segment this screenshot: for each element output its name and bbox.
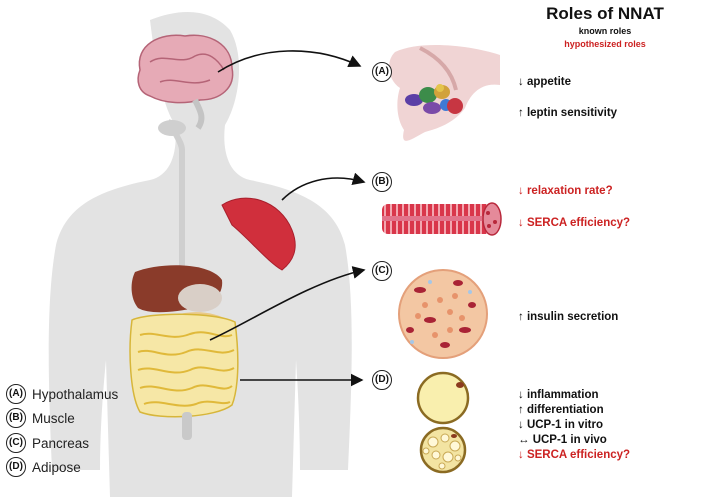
legend-label-b: Muscle xyxy=(32,410,75,426)
arrow-b xyxy=(281,172,366,201)
hypothalamus-detail xyxy=(388,44,500,141)
adipocyte-detail xyxy=(416,371,470,474)
role-adipose-2: ↑ differentiation xyxy=(518,404,604,416)
arrow-a xyxy=(217,50,362,73)
legend-label-c: Pancreas xyxy=(32,435,90,451)
role-adipose-5: ↓ SERCA efficiency? xyxy=(518,449,631,461)
figure-title: Roles of NNAT xyxy=(546,4,664,23)
adipose-strands xyxy=(137,331,235,407)
rectum xyxy=(182,412,192,440)
legend-badge-c: (C) xyxy=(6,433,26,453)
badge-c: (C) xyxy=(372,261,392,281)
role-adipose-4: ↔ UCP-1 in vivo xyxy=(518,434,607,446)
legend-hypothesized-roles: hypothesized roles xyxy=(564,39,646,49)
legend-label-d: Adipose xyxy=(32,459,81,475)
role-pancreas-1: ↑ insulin secretion xyxy=(518,311,619,323)
badge-a: (A) xyxy=(372,62,392,82)
legend-row-c: (C) Pancreas xyxy=(6,433,89,453)
role-muscle-1: ↓ relaxation rate? xyxy=(518,185,613,197)
arrows xyxy=(209,50,366,387)
intestine-illustration xyxy=(129,313,239,418)
legend-row-a: (A) Hypothalamus xyxy=(6,384,118,404)
legend-row-d: (D) Adipose xyxy=(6,457,81,477)
muscle-fiber-detail xyxy=(382,202,502,236)
role-hypothalamus-2: ↑ leptin sensitivity xyxy=(518,107,618,119)
role-adipose-3: ↓ UCP-1 in vitro xyxy=(518,419,603,431)
badge-d: (D) xyxy=(372,370,392,390)
legend-badge-b: (B) xyxy=(6,408,26,428)
role-adipose-1: ↓ inflammation xyxy=(518,389,599,401)
arrow-c xyxy=(209,266,366,341)
legend-badge-a: (A) xyxy=(6,384,26,404)
pancreatic-islet-detail xyxy=(398,269,488,359)
muscle-illustration xyxy=(221,197,296,271)
role-hypothalamus-1: ↓ appetite xyxy=(518,76,572,88)
legend-known-roles: known roles xyxy=(578,26,632,36)
larynx xyxy=(158,120,186,136)
legend-badge-d: (D) xyxy=(6,457,26,477)
brain-illustration xyxy=(137,34,234,130)
legend-row-b: (B) Muscle xyxy=(6,408,75,428)
legend-label-a: Hypothalamus xyxy=(32,386,119,402)
stomach xyxy=(178,284,222,312)
body-silhouette xyxy=(48,12,352,497)
badge-b: (B) xyxy=(372,172,392,192)
role-muscle-2: ↓ SERCA efficiency? xyxy=(518,217,631,229)
